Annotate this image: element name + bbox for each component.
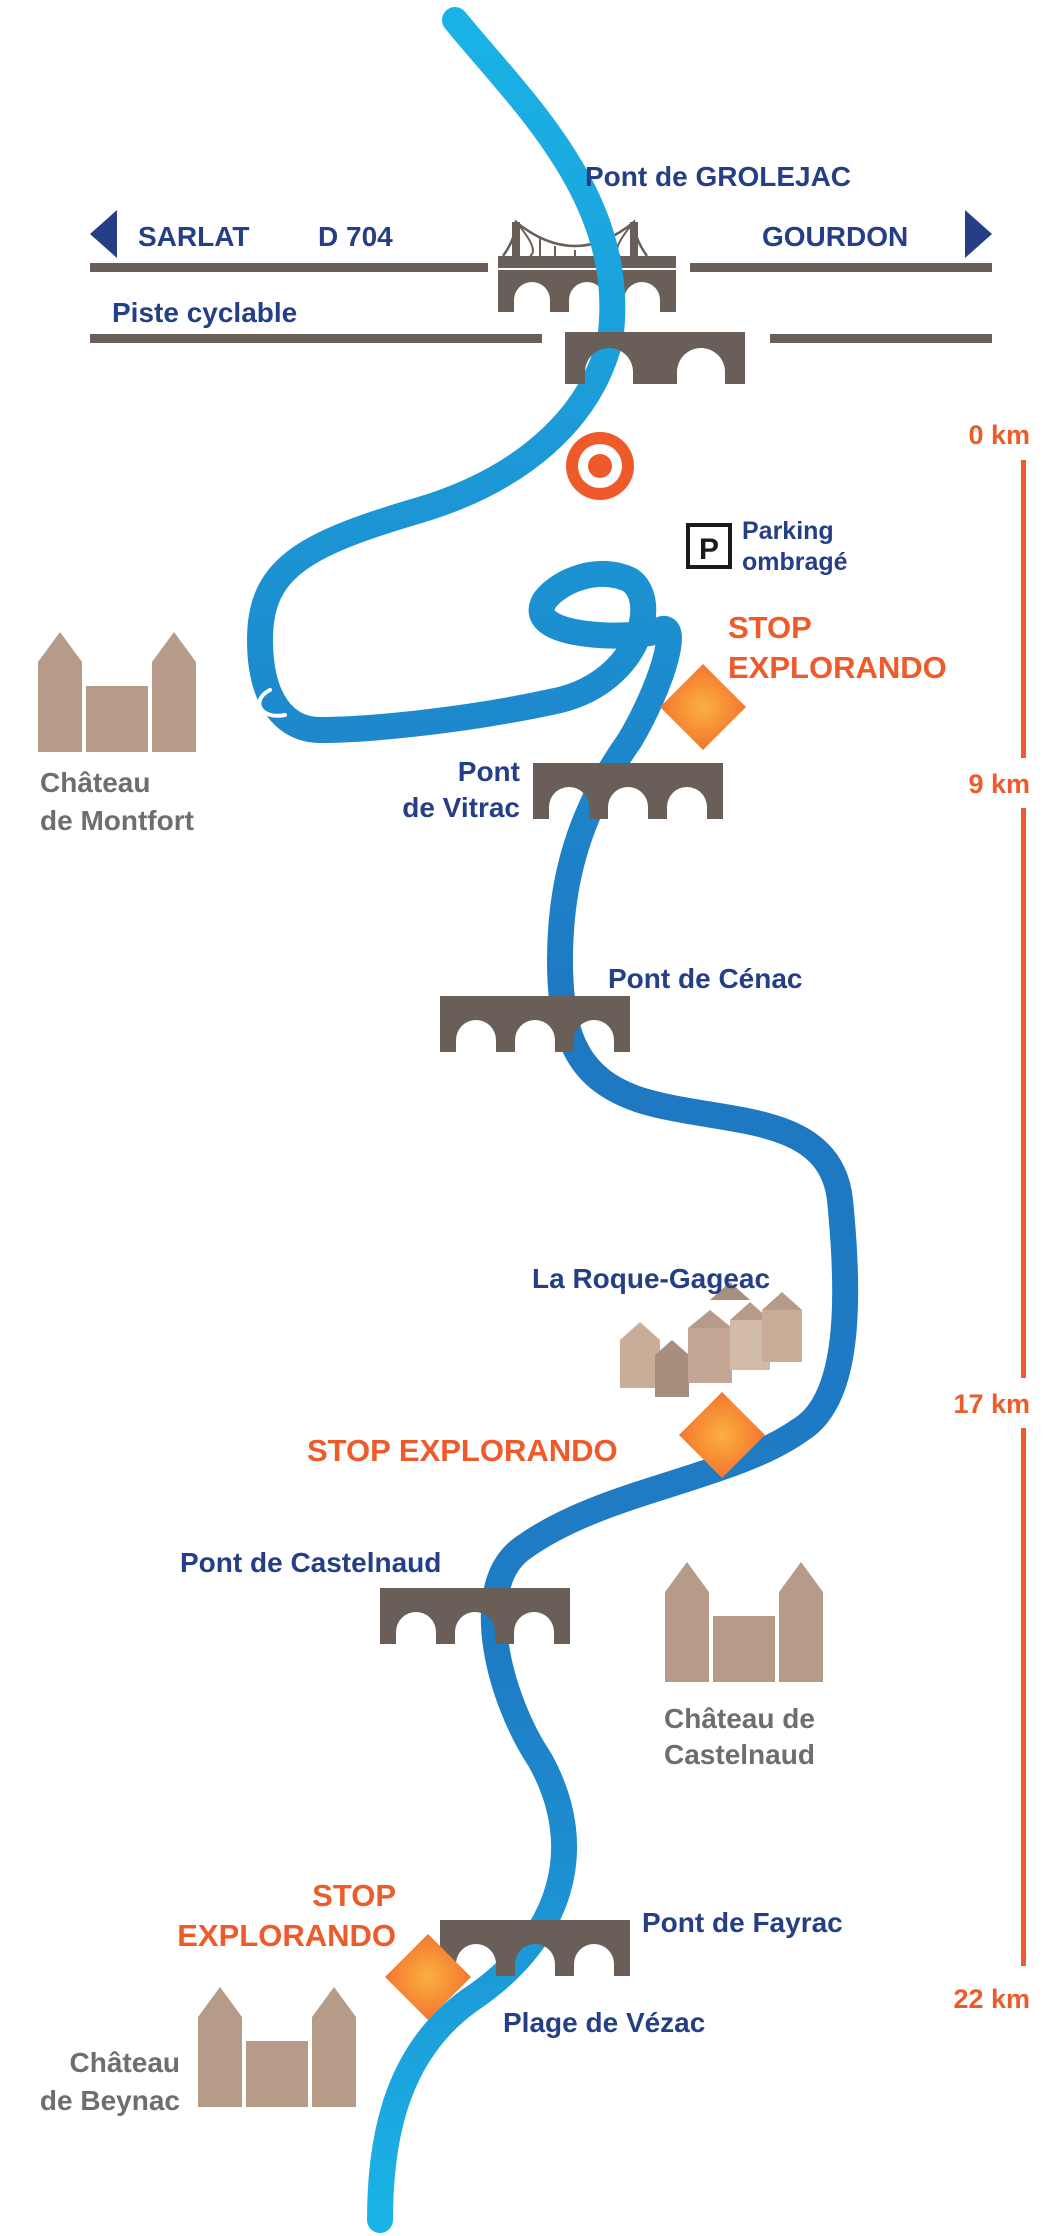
castle-label-beynac-line2: de Beynac xyxy=(40,2085,180,2116)
parking-icon: P xyxy=(686,523,732,569)
bridge-label-grolejac: Pont de GROLEJAC xyxy=(585,161,851,192)
distance-marker-17: 17 km xyxy=(953,1389,1030,1419)
village-label-roque-gageac: La Roque-Gageac xyxy=(532,1263,770,1294)
stop-diamond-icon xyxy=(660,664,746,750)
bridge-label-castelnaud: Pont de Castelnaud xyxy=(180,1547,441,1578)
suspension-bridge-icon xyxy=(498,219,676,312)
road-d704-right xyxy=(690,263,992,272)
castle-icon xyxy=(665,1562,823,1682)
bridge-label-vitrac-line1: Pont xyxy=(458,756,520,787)
stop-label-1-line1: STOP xyxy=(728,610,812,645)
scale-segment xyxy=(1021,460,1026,758)
castle-label-beynac-line1: Château xyxy=(70,2047,180,2078)
stop-label-3-line1: STOP xyxy=(312,1878,396,1913)
roads xyxy=(90,263,992,343)
road-d704-left xyxy=(90,263,488,272)
bridge-icon xyxy=(380,1588,570,1644)
castle-label-castelnaud-line1: Château de xyxy=(664,1703,815,1734)
castle-label-castelnaud-line2: Castelnaud xyxy=(664,1739,815,1770)
arrow-left-icon xyxy=(90,210,117,258)
bridge-label-fayrac: Pont de Fayrac xyxy=(642,1907,843,1938)
bridge-icon xyxy=(440,996,630,1052)
distance-scale xyxy=(1021,460,1026,1966)
parking-icon-letter: P xyxy=(699,533,719,566)
scale-segment xyxy=(1021,808,1026,1378)
distance-marker-22: 22 km xyxy=(953,1984,1030,2014)
stop-diamond-icon xyxy=(385,1934,471,2020)
parking-label-line1: Parking xyxy=(742,517,834,545)
castle-label-montfort-line1: Château xyxy=(40,767,150,798)
village-icon xyxy=(620,1282,802,1397)
distance-marker-9: 9 km xyxy=(968,769,1030,799)
road-label-gourdon: GOURDON xyxy=(762,221,908,252)
castle-label-montfort-line2: de Montfort xyxy=(40,805,194,836)
cycle-path-left xyxy=(90,334,542,343)
stop-label-1-line2: EXPLORANDO xyxy=(728,650,947,685)
cycle-path-right xyxy=(770,334,992,343)
river-loop-detail xyxy=(257,688,287,718)
stop-label-2: STOP EXPLORANDO xyxy=(307,1433,618,1468)
distance-marker-0: 0 km xyxy=(968,420,1030,450)
cycle-path-label: Piste cyclable xyxy=(112,297,297,328)
road-label-sarlat: SARLAT xyxy=(138,221,249,252)
start-target-icon xyxy=(566,432,634,500)
bridge-label-vitrac-line2: de Vitrac xyxy=(402,792,520,823)
scale-segment xyxy=(1021,1428,1026,1966)
stop-label-3-line2: EXPLORANDO xyxy=(177,1918,396,1953)
arrow-right-icon xyxy=(965,210,992,258)
bridge-icon xyxy=(533,763,723,819)
beach-label-vezac: Plage de Vézac xyxy=(503,2007,705,2038)
parking-label-line2: ombragé xyxy=(742,548,848,576)
bridge-label-cenac: Pont de Cénac xyxy=(608,963,802,994)
road-label-d704: D 704 xyxy=(318,221,393,252)
stop-diamond-icon xyxy=(679,1392,765,1478)
castle-icon xyxy=(38,632,196,752)
castle-icon xyxy=(198,1987,356,2107)
